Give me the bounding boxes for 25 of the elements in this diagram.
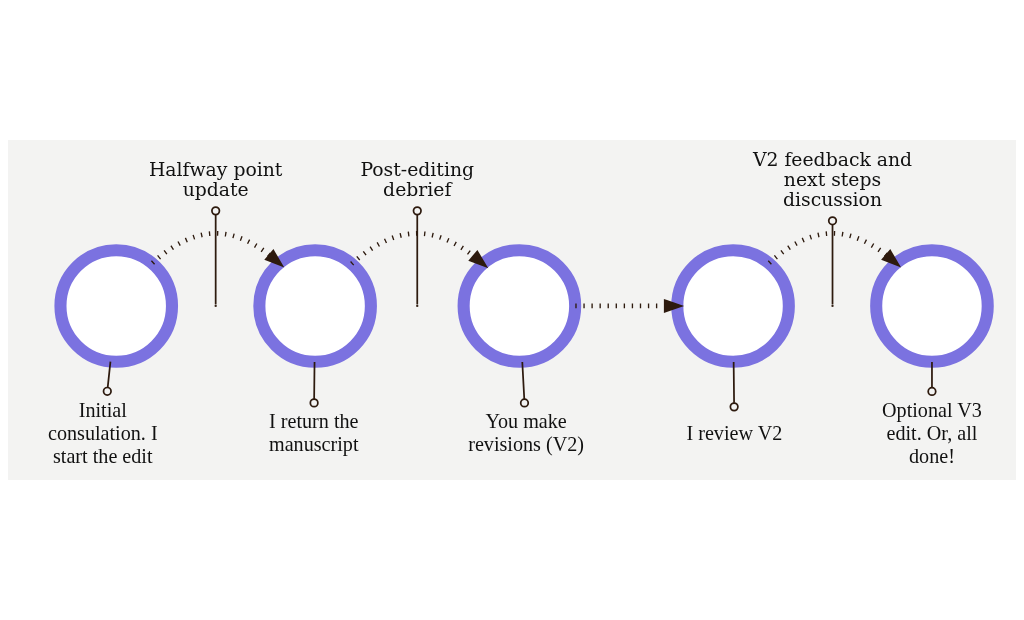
connector (831, 223, 834, 306)
arrow (350, 231, 489, 269)
node-text: V2 feedback and next steps discussion (752, 148, 913, 211)
node-text: I return the manuscript (269, 410, 359, 456)
node-text: Post-editing debrief (360, 158, 475, 201)
connector (214, 213, 217, 306)
node-text: Optional V3 edit. Or, all done! (882, 398, 982, 467)
node-circle (870, 244, 994, 368)
node-circle (54, 244, 179, 368)
arrow (767, 231, 902, 268)
connector (927, 361, 937, 397)
connector (416, 213, 419, 306)
connector (102, 360, 112, 396)
node-circle (671, 244, 795, 368)
connector (309, 361, 319, 408)
arrow (575, 298, 685, 314)
connector (729, 361, 739, 412)
node-text: Initial consulation. I start the edit (47, 398, 158, 467)
node-text: You make revisions (V2) (468, 410, 585, 456)
node-text: I review V2 (686, 421, 783, 444)
connector (519, 361, 530, 408)
arrow (150, 231, 285, 268)
node-circle (457, 244, 582, 368)
node-circle (253, 244, 377, 368)
node-text: Halfway point update (148, 158, 283, 201)
